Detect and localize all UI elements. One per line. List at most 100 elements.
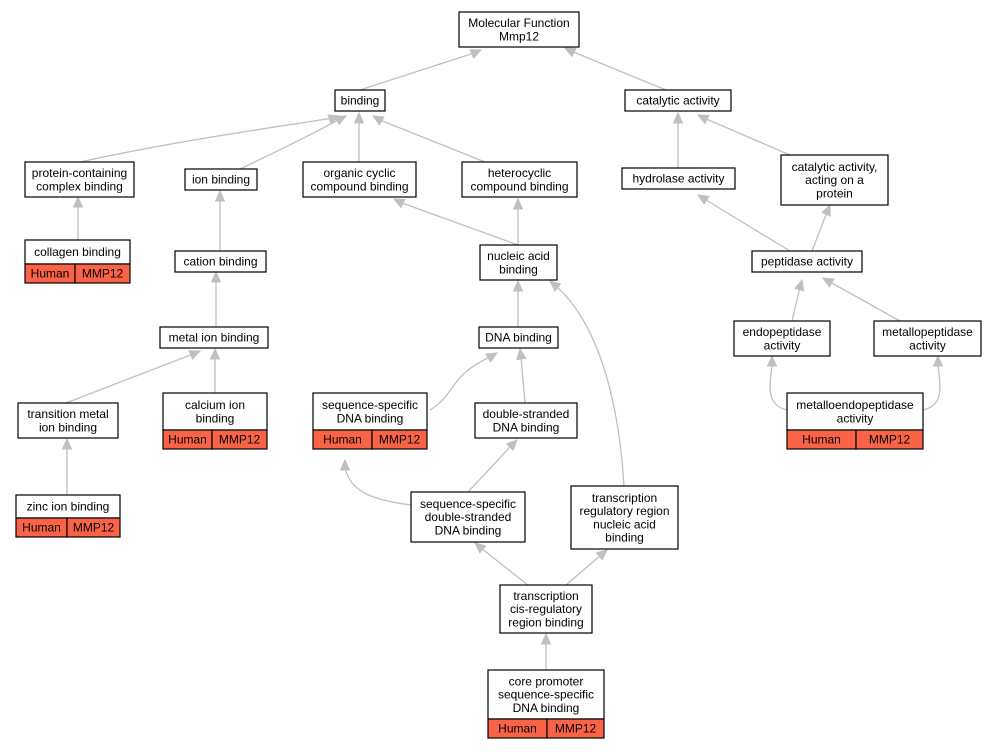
- term-box: [410, 491, 526, 543]
- arrowhead-icon: [505, 439, 518, 452]
- is-a-edge: [672, 111, 684, 168]
- term-box: [162, 392, 268, 431]
- is-a-edge: [791, 278, 805, 322]
- is-a-edge: [512, 279, 524, 327]
- arrowhead-icon: [512, 279, 524, 292]
- edge-line: [480, 547, 529, 586]
- edge-line: [829, 281, 901, 322]
- arrowhead-icon: [339, 458, 351, 471]
- arrowhead-icon: [540, 632, 552, 645]
- species-label: Human: [31, 267, 70, 281]
- arrowhead-icon: [563, 47, 577, 58]
- arrowhead-icon: [766, 354, 778, 367]
- term-label-line: activity: [909, 338, 946, 352]
- is-a-edge: [696, 194, 791, 252]
- term-box: [24, 239, 131, 265]
- species-label: Human: [22, 521, 61, 535]
- go-term-node-ion-binding[interactable]: ion binding: [184, 168, 258, 191]
- term-label-line: double-stranded: [425, 510, 512, 524]
- edge-line: [379, 119, 486, 163]
- gene-cell: [371, 429, 428, 450]
- arrowhead-icon: [353, 111, 365, 124]
- annotation-row: Human MMP12: [15, 517, 121, 538]
- arrowhead-icon: [209, 347, 221, 360]
- term-label-line: calcium ion: [185, 398, 245, 412]
- term-label-line: core promoter: [509, 674, 584, 688]
- go-term-node-binding[interactable]: binding: [334, 89, 386, 112]
- term-label-line: catalytic activity,: [792, 160, 878, 174]
- term-label-line: activity: [764, 338, 801, 352]
- term-box: [474, 402, 578, 439]
- term-label-line: transition metal: [27, 407, 108, 421]
- gene-label: MMP12: [379, 433, 421, 447]
- term-label-line: complex binding: [36, 179, 123, 193]
- is-a-edge: [392, 198, 519, 246]
- arrowhead-icon: [549, 280, 562, 292]
- is-a-edge: [210, 270, 222, 327]
- term-box: [174, 250, 267, 273]
- arrowhead-icon: [371, 115, 385, 126]
- gene-label: MMP12: [73, 521, 115, 535]
- go-term-node-dna-binding[interactable]: DNA binding: [478, 326, 559, 349]
- gene-label: MMP12: [869, 433, 911, 447]
- edge-line: [520, 356, 526, 404]
- term-box: [570, 485, 679, 550]
- go-term-node-hydrolase[interactable]: hydrolase activity: [621, 167, 736, 190]
- arrowhead-icon: [334, 115, 348, 126]
- arrowhead-icon: [794, 278, 805, 292]
- term-box: [17, 402, 119, 439]
- species-label: Human: [498, 722, 537, 736]
- term-label-line: cis-regulatory: [510, 602, 582, 616]
- term-label-line: catalytic activity: [636, 94, 719, 108]
- edge-line: [401, 202, 519, 246]
- is-a-edge: [474, 542, 529, 586]
- edge-line: [555, 285, 625, 487]
- go-term-node-metal-ion[interactable]: metal ion binding: [159, 326, 269, 349]
- edge-line: [344, 467, 412, 506]
- term-label-line: metal ion binding: [169, 331, 260, 345]
- is-a-edge: [811, 203, 831, 252]
- term-box: [334, 89, 386, 112]
- term-label-line: protein-containing: [32, 166, 127, 180]
- edge-line: [922, 364, 941, 411]
- arrowhead-icon: [214, 189, 226, 202]
- term-label-line: Molecular Function: [468, 16, 569, 30]
- go-term-node-peptidase[interactable]: peptidase activity: [751, 250, 863, 273]
- term-box: [751, 250, 863, 273]
- term-box: [461, 161, 578, 198]
- is-a-edge: [563, 47, 667, 91]
- is-a-edge: [214, 189, 226, 251]
- go-term-node-catalytic[interactable]: catalytic activity: [624, 89, 732, 112]
- is-a-edge: [61, 437, 73, 495]
- gene-cell: [66, 517, 121, 538]
- edge-line: [811, 211, 828, 252]
- is-a-edge: [512, 197, 524, 245]
- arrowhead-icon: [672, 111, 684, 124]
- term-label-line: hydrolase activity: [632, 172, 724, 186]
- go-term-node-cation[interactable]: cation binding: [174, 250, 267, 273]
- term-label-line: zinc ion binding: [27, 500, 110, 514]
- arrowhead-icon: [821, 203, 831, 217]
